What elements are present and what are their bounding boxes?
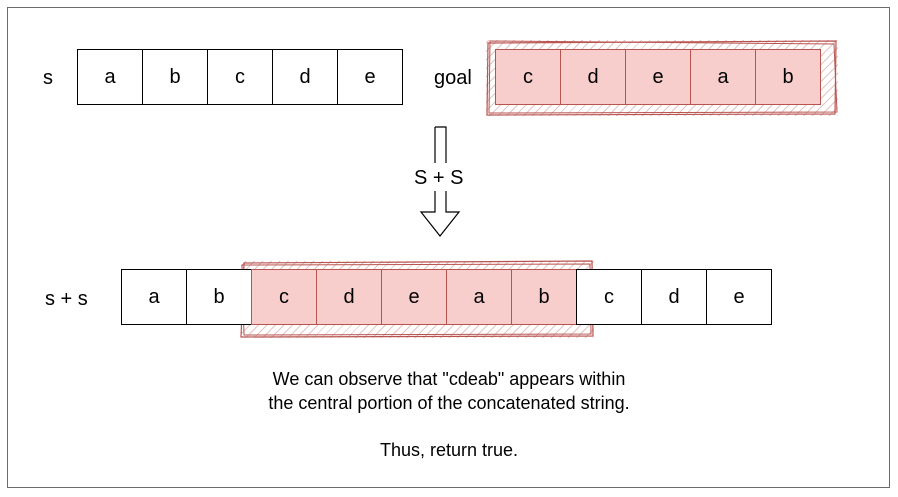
ss-char-cell: e	[381, 269, 447, 325]
observation-text: We can observe that "cdeab" appears with…	[0, 367, 898, 415]
s-char-cell: d	[272, 49, 338, 105]
goal-char-cell: e	[625, 49, 691, 105]
concat-arrow	[418, 126, 464, 243]
goal-char-cell: b	[755, 49, 821, 105]
goal-char-cell: c	[495, 49, 561, 105]
ss-char-cell: c	[576, 269, 642, 325]
ss-char-cell: d	[641, 269, 707, 325]
goal-char-cell: d	[560, 49, 626, 105]
observation-line-1: We can observe that "cdeab" appears with…	[272, 369, 626, 389]
s-plus-s-label: s + s	[45, 288, 88, 310]
diagram-frame	[7, 7, 890, 488]
s-label: s	[43, 67, 53, 89]
ss-char-cell: a	[446, 269, 512, 325]
s-char-cell: b	[142, 49, 208, 105]
conclusion-text: Thus, return true.	[379, 440, 519, 460]
goal-char-cell: a	[690, 49, 756, 105]
concat-operation-label: S + S	[414, 167, 464, 189]
s-char-cell: e	[337, 49, 403, 105]
s-char-cell: a	[77, 49, 143, 105]
ss-char-cell: c	[251, 269, 317, 325]
ss-char-cell: d	[316, 269, 382, 325]
ss-char-cell: b	[186, 269, 252, 325]
goal-label: goal	[434, 67, 472, 89]
s-char-cell: c	[207, 49, 273, 105]
down-arrow-icon	[419, 126, 461, 237]
ss-char-cell: e	[706, 269, 772, 325]
ss-char-cell: b	[511, 269, 577, 325]
observation-line-2: the central portion of the concatenated …	[268, 393, 630, 413]
ss-char-cell: a	[121, 269, 187, 325]
